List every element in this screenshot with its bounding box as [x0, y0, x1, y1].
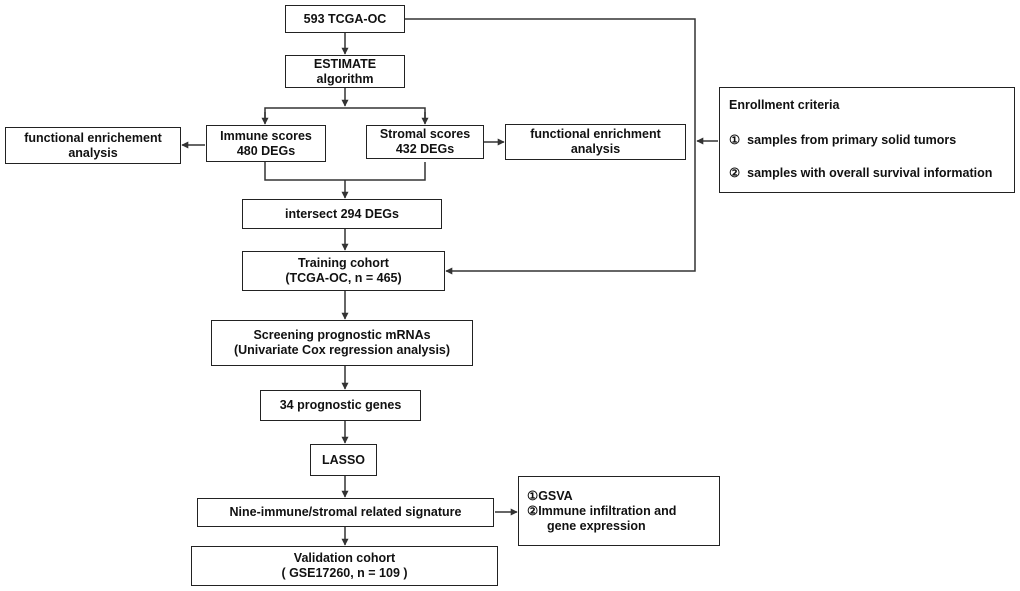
node-gsva-item2-cont: gene expression — [547, 518, 646, 533]
node-estimate-line1: ESTIMATE — [313, 56, 377, 71]
criteria-item-1: ① samples from primary solid tumors — [729, 133, 957, 147]
node-estimate: ESTIMATE algorithm — [285, 55, 405, 88]
connector-split — [264, 107, 426, 122]
node-func-left-line1: functional enrichement — [24, 130, 162, 145]
node-stromal-line2: 432 DEGs — [395, 142, 455, 156]
node-prognostic-label: 34 prognostic genes — [279, 398, 402, 412]
node-prognostic-genes: 34 prognostic genes — [260, 390, 421, 421]
node-func-right-line2: analysis — [570, 142, 621, 156]
node-tcga-oc: 593 TCGA-OC — [285, 5, 405, 33]
node-estimate-line2: algorithm — [316, 71, 374, 86]
node-gsva-outcomes: ①GSVA ②Immune infiltration and gene expr… — [518, 476, 720, 546]
node-stromal-scores: Stromal scores 432 DEGs — [366, 125, 484, 159]
node-func-right-line1: functional enrichment — [530, 127, 661, 141]
node-intersect-label: intersect 294 DEGs — [285, 206, 399, 221]
node-immune-scores: Immune scores 480 DEGs — [206, 125, 326, 162]
connector-merge — [264, 162, 426, 181]
node-signature-label: Nine-immune/stromal related signature — [229, 505, 462, 519]
node-functional-enrichement-left: functional enrichement analysis — [5, 127, 181, 164]
node-screening: Screening prognostic mRNAs (Univariate C… — [211, 320, 473, 366]
node-gsva-item2: ②Immune infiltration and — [527, 503, 677, 518]
node-immune-line1: Immune scores — [220, 128, 312, 143]
node-stromal-line1: Stromal scores — [379, 127, 471, 141]
node-gsva-item1: ①GSVA — [527, 488, 573, 503]
node-screening-line1: Screening prognostic mRNAs — [253, 328, 431, 342]
node-training-line2: (TCGA-OC, n = 465) — [285, 271, 402, 285]
node-lasso-label: LASSO — [321, 452, 366, 467]
node-training-line1: Training cohort — [298, 256, 389, 270]
node-intersect: intersect 294 DEGs — [242, 199, 442, 229]
node-screening-line2: (Univariate Cox regression analysis) — [233, 343, 451, 357]
node-functional-enrichment-right: functional enrichment analysis — [505, 124, 686, 160]
node-func-left-line2: analysis — [68, 145, 118, 160]
node-lasso: LASSO — [310, 444, 377, 476]
criteria-title: Enrollment criteria — [729, 98, 840, 112]
node-tcga-oc-label: 593 TCGA-OC — [303, 11, 387, 26]
node-validation-line1: Validation cohort — [293, 551, 396, 565]
node-enrollment-criteria: Enrollment criteria ① samples from prima… — [719, 87, 1015, 193]
node-immune-line2: 480 DEGs — [236, 143, 296, 158]
connector-tcga-to-criteria — [405, 18, 696, 275]
node-signature: Nine-immune/stromal related signature — [197, 498, 494, 527]
criteria-item-2: ② samples with overall survival informat… — [729, 166, 993, 180]
node-training-cohort: Training cohort (TCGA-OC, n = 465) — [242, 251, 445, 291]
node-validation-cohort: Validation cohort ( GSE17260, n = 109 ) — [191, 546, 498, 586]
node-validation-line2: ( GSE17260, n = 109 ) — [281, 566, 408, 580]
